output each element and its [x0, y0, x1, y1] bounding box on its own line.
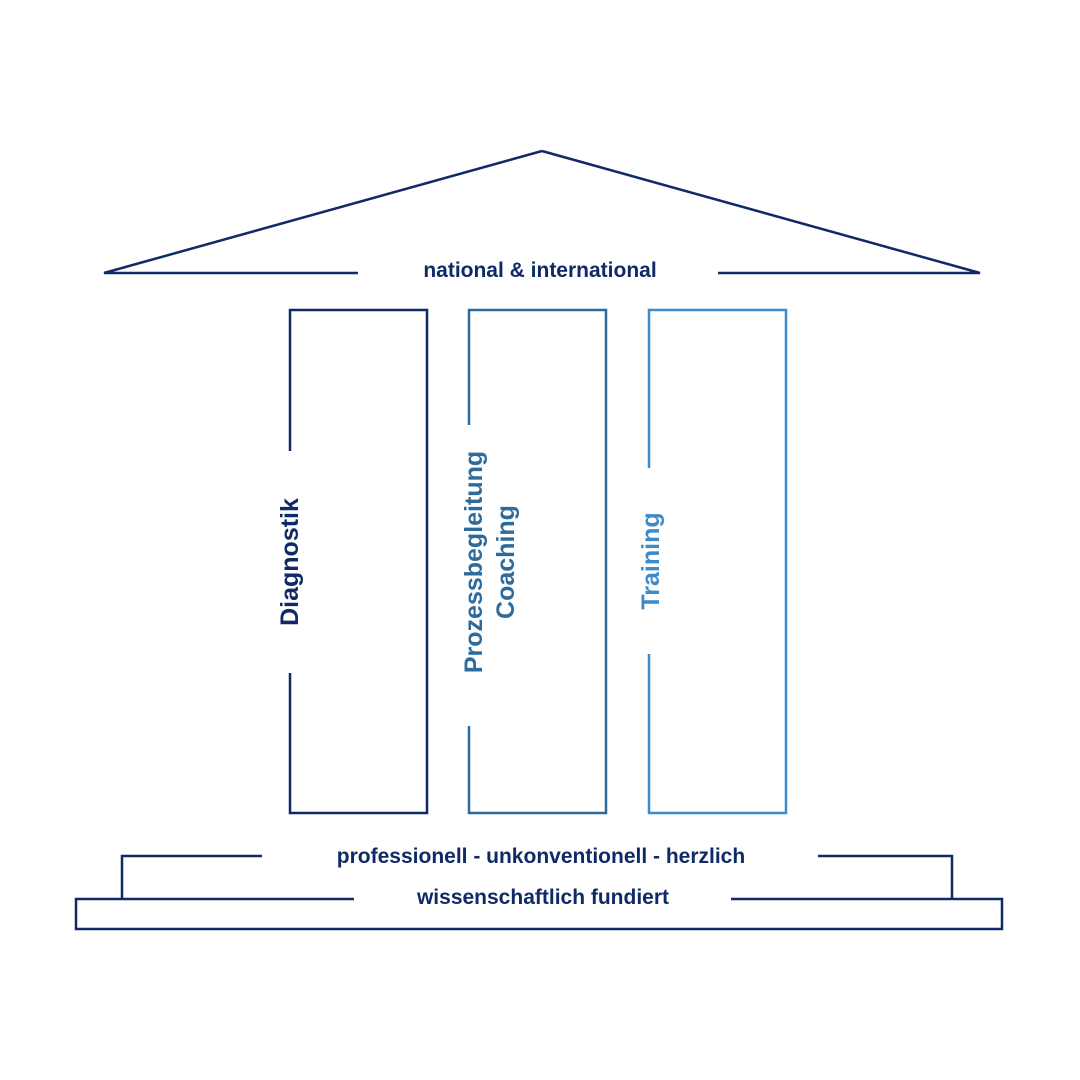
pillar-prozessbegleitung-outline [467, 308, 608, 815]
pillar-diagnostik-label: Diagnostik [276, 498, 304, 626]
roof-outline-left [103, 149, 543, 275]
pillar-prozessbegleitung-label: Prozessbegleitung [460, 451, 488, 673]
upper-step-label: professionell - unkonventionell - herzli… [337, 845, 745, 868]
upper-step-outline-left [120, 854, 262, 899]
roof-outline-right [541, 149, 981, 275]
upper-step-outline-right [818, 854, 954, 899]
pillar-training-label: Training [637, 512, 665, 609]
pillar-training-outline [647, 308, 788, 815]
pillar-coaching-label: Coaching [492, 505, 520, 619]
foundation-outline [74, 897, 1004, 931]
roof-label: national & international [423, 259, 656, 282]
pillar-diagnostik-outline [288, 308, 429, 815]
foundation-label: wissenschaftlich fundiert [416, 886, 669, 909]
